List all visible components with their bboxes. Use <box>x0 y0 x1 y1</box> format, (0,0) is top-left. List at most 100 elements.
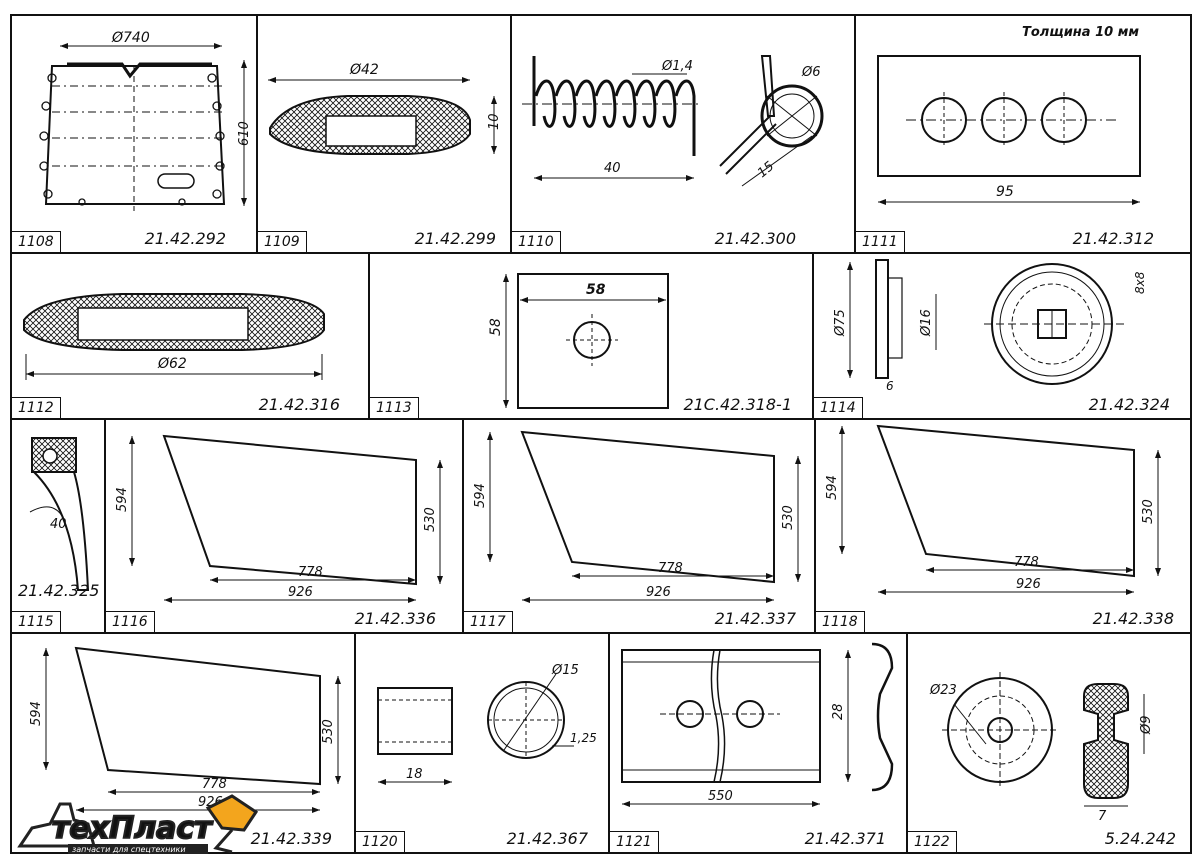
dim-diam: Ø15 <box>551 663 579 678</box>
dim-width: 95 <box>996 184 1014 200</box>
part-number-1110: 1110 <box>512 231 561 252</box>
thickness-note: Толщина 10 мм <box>1022 25 1139 40</box>
drawing-1117: 594 530 778 926 <box>473 430 801 603</box>
dim-arm: 15 <box>755 159 777 181</box>
dim-left: 594 <box>825 475 840 500</box>
cell-1115: 40 21.42.325 1115 <box>10 418 106 634</box>
drawing-1116: 594 530 778 926 <box>115 434 443 603</box>
dim-length: 550 <box>708 789 733 804</box>
part-number-1109: 1109 <box>258 231 307 252</box>
part-number-1115: 1115 <box>12 611 61 632</box>
part-code-1113: 21C.42.318-1 <box>683 395 792 414</box>
dim-diam: Ø23 <box>929 683 957 698</box>
drawing-1114: Ø75 Ø16 6 8x8 <box>833 259 1147 393</box>
dim-right: 530 <box>321 719 336 744</box>
part-code-1119: 21.42.339 <box>250 829 332 848</box>
cell-1117: 594 530 778 926 1117 21.42.337 <box>462 418 816 634</box>
dim-bottom: 778 <box>298 565 323 580</box>
cell-1109: Ø42 10 1109 21.42.299 <box>256 14 512 254</box>
part-code-1116: 21.42.336 <box>354 609 436 628</box>
dim-length: 40 <box>604 161 621 176</box>
drawing-1120: 18 Ø15 1,25 <box>377 663 597 785</box>
dim-diam: Ø740 <box>111 30 150 46</box>
part-number-1108: 1108 <box>12 231 61 252</box>
dim-right: 530 <box>423 507 438 532</box>
part-number-1120: 1120 <box>356 831 405 852</box>
cell-1112: Ø62 1112 21.42.316 <box>10 252 370 420</box>
part-code-1117: 21.42.337 <box>714 609 796 628</box>
cell-1110: Ø1,4 40 Ø6 15 1110 21.42.300 <box>510 14 856 254</box>
dim-total: 926 <box>1016 577 1041 592</box>
drawing-1109: Ø42 10 <box>268 62 502 155</box>
part-code-1110: 21.42.300 <box>714 229 796 248</box>
techplast-logo: техПласт запчасти для спецтехники <box>8 790 268 860</box>
part-code-1120: 21.42.367 <box>506 829 588 848</box>
drawing-1108: Ø740 610 <box>39 30 252 211</box>
part-number-1113: 1113 <box>370 397 419 418</box>
dim-total: 926 <box>288 585 313 600</box>
logo-tagline: запчасти для спецтехники <box>72 845 186 854</box>
part-code-1115: 21.42.325 <box>18 581 100 600</box>
dim-height: 610 <box>237 121 252 146</box>
dim-coil-diam: Ø6 <box>801 65 821 80</box>
part-number-1117: 1117 <box>464 611 513 632</box>
part-number-1122: 1122 <box>908 831 957 852</box>
part-number-1111: 1111 <box>856 231 905 252</box>
dim-bore: Ø16 <box>919 309 934 337</box>
dim-width: 6 <box>886 379 894 393</box>
dim-total: 926 <box>646 585 671 600</box>
dim-wall: 1,25 <box>570 731 597 745</box>
cell-1113: 58 58 1113 21C.42.318-1 <box>368 252 814 420</box>
dim-thickness: 10 <box>487 113 502 130</box>
cell-1120: 18 Ø15 1,25 1120 21.42.367 <box>354 632 610 854</box>
dim-length: 18 <box>406 767 423 782</box>
dim-bottom: 778 <box>1014 555 1039 570</box>
dim-bore: Ø9 <box>1139 715 1154 735</box>
drawing-1122: Ø23 Ø9 7 <box>929 672 1154 824</box>
dim-diam: Ø42 <box>349 62 379 78</box>
cell-1121: 28 550 1121 21.42.371 <box>608 632 908 854</box>
dim-arc: 40 <box>50 517 67 532</box>
part-number-1121: 1121 <box>610 831 659 852</box>
cell-1111: Толщина 10 мм 95 1111 21.42.312 <box>854 14 1192 254</box>
drawing-1121: 28 550 <box>621 642 894 807</box>
dim-right: 530 <box>781 505 796 530</box>
drawing-1113: 58 58 <box>488 273 669 409</box>
part-code-1112: 21.42.316 <box>258 395 340 414</box>
drawing-1115: 40 <box>29 437 90 591</box>
drawing-1111: Толщина 10 мм 95 <box>877 25 1141 205</box>
cell-1116: 594 530 778 926 1116 21.42.336 <box>104 418 464 634</box>
part-code-1121: 21.42.371 <box>804 829 886 848</box>
dim-height: 28 <box>831 703 846 720</box>
dim-square: 8x8 <box>1133 271 1147 294</box>
part-code-1109: 21.42.299 <box>414 229 496 248</box>
dim-left: 594 <box>473 483 488 508</box>
dim-left: 594 <box>29 701 44 726</box>
drawing-1119: 594 530 778 926 <box>29 646 341 813</box>
part-number-1118: 1118 <box>816 611 865 632</box>
dim-width: 7 <box>1098 809 1107 824</box>
logo-brand: техПласт <box>52 811 213 846</box>
part-number-1114: 1114 <box>814 397 863 418</box>
drawing-1110: Ø1,4 40 Ø6 15 <box>522 55 824 187</box>
cell-1108: Ø740 610 1108 21.42.292 <box>10 14 258 254</box>
logo-excavator-icon: техПласт запчасти для спецтехники <box>17 794 259 854</box>
dim-height: 58 <box>488 318 504 336</box>
part-code-1122: 5.24.242 <box>1104 829 1176 848</box>
part-code-1108: 21.42.292 <box>144 229 226 248</box>
drawing-1112: Ø62 <box>23 293 325 380</box>
dim-left: 594 <box>115 487 130 512</box>
drawing-1118: 594 530 778 926 <box>825 424 1161 595</box>
dim-diam: Ø62 <box>157 356 187 372</box>
part-number-1116: 1116 <box>106 611 155 632</box>
cell-1114: Ø75 Ø16 6 8x8 1114 21.42.324 <box>812 252 1192 420</box>
dim-width: 58 <box>586 282 606 298</box>
dim-bottom: 778 <box>202 777 227 792</box>
cell-1122: Ø23 Ø9 7 1122 5.24.242 <box>906 632 1192 854</box>
cell-1118: 594 530 778 926 1118 21.42.338 <box>814 418 1192 634</box>
dim-right: 530 <box>1141 499 1156 524</box>
dim-wire: Ø1,4 <box>661 59 693 74</box>
part-code-1114: 21.42.324 <box>1088 395 1170 414</box>
part-code-1111: 21.42.312 <box>1072 229 1154 248</box>
